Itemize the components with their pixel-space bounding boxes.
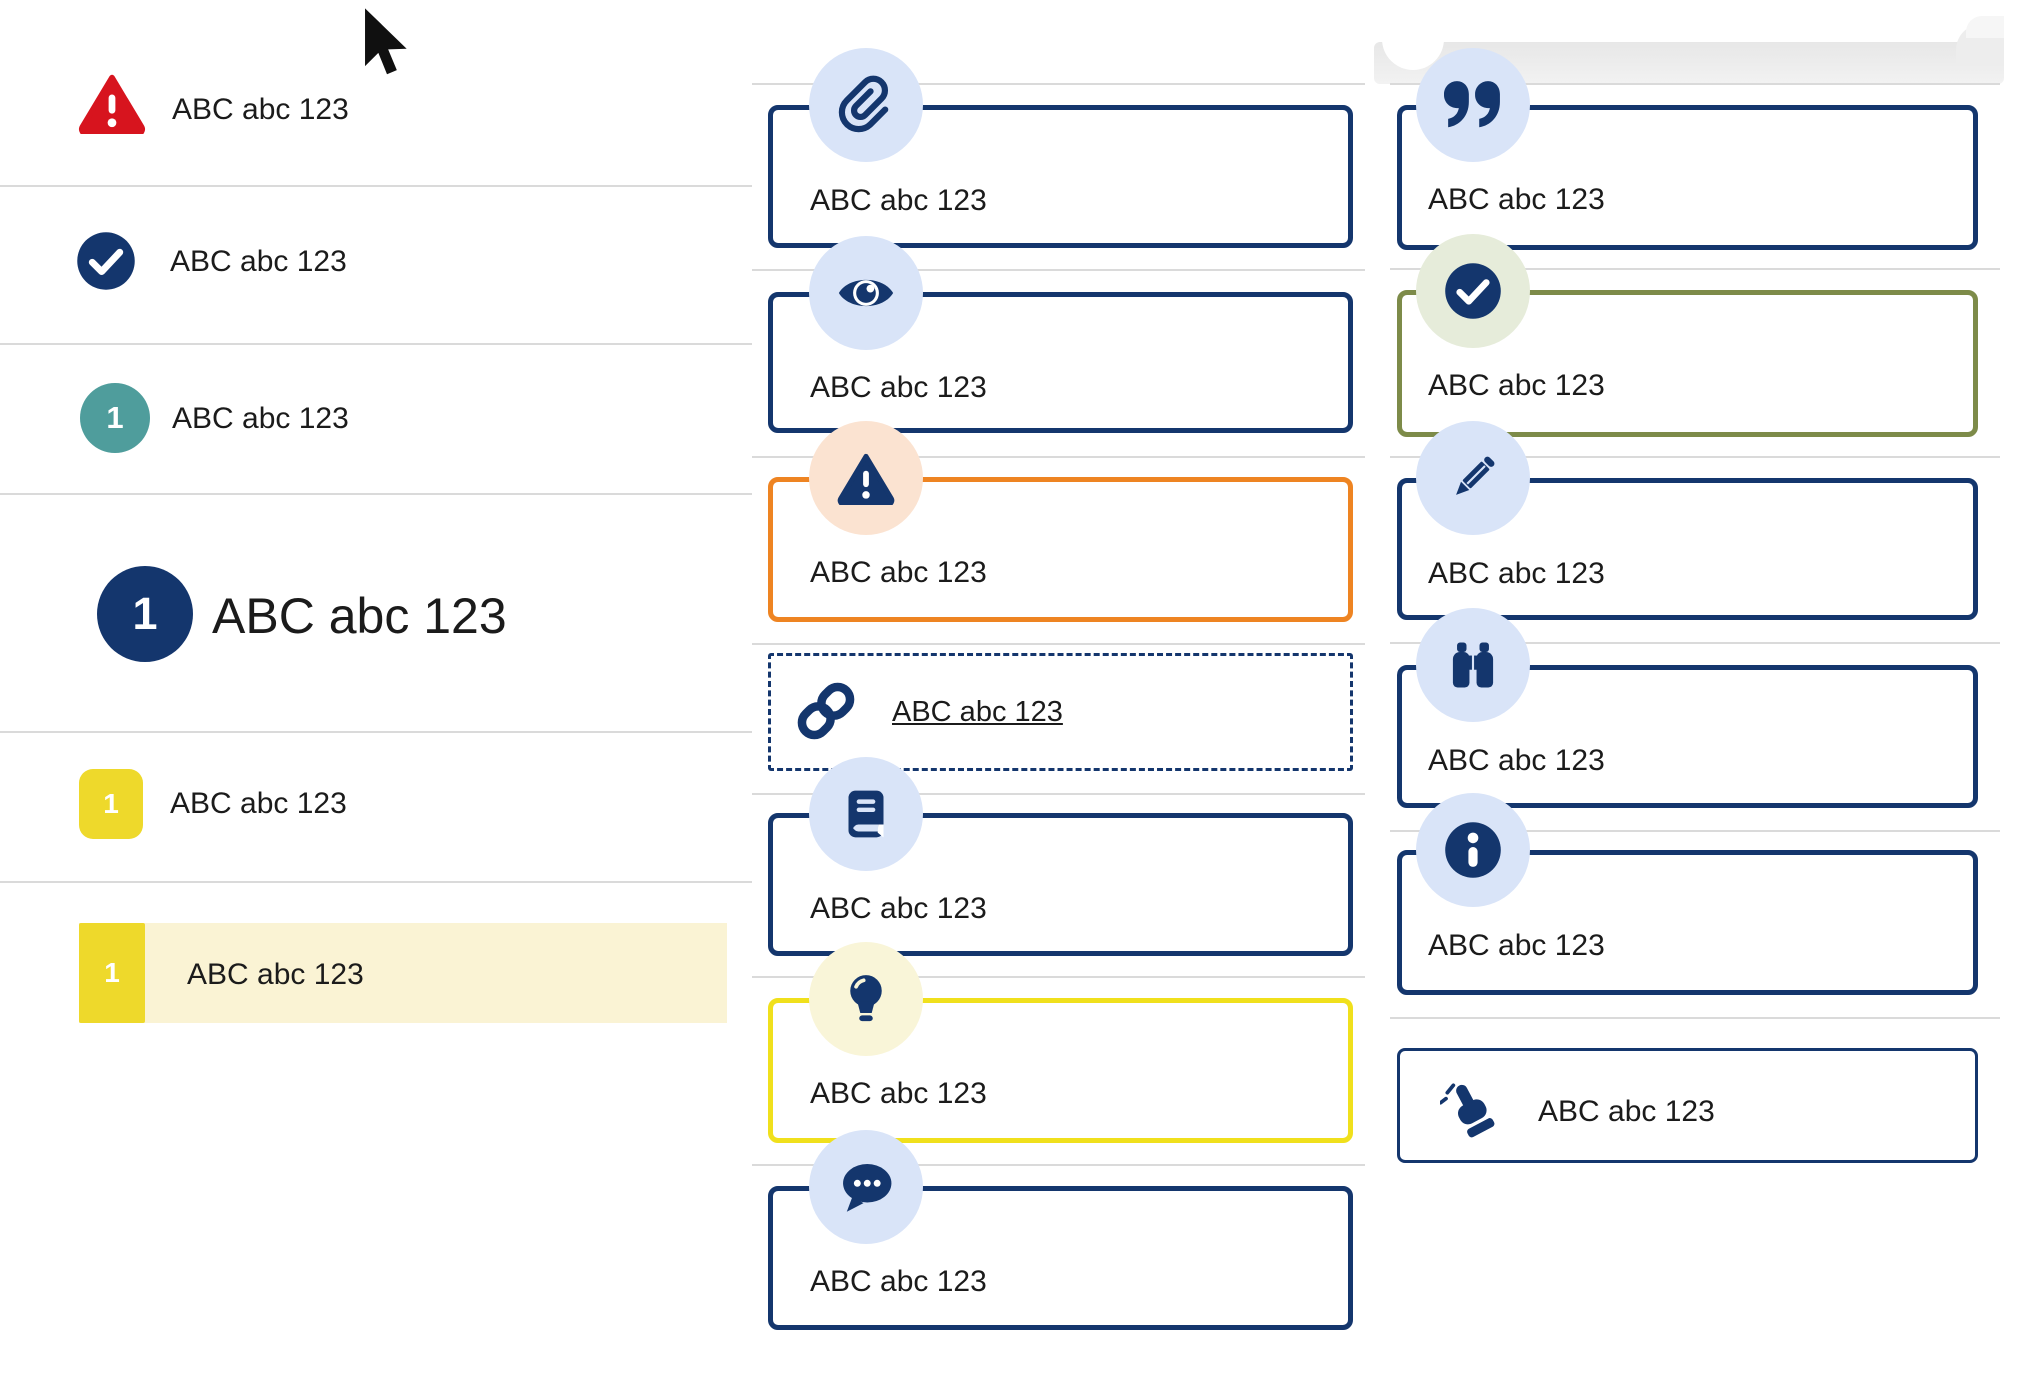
pencil-icon: [1456, 456, 1495, 495]
section-heading: ABC abc 123: [212, 588, 507, 644]
callout-label: ABC abc 123: [810, 1265, 987, 1298]
lightbulb-icon: [850, 975, 882, 1022]
warning-triangle-icon: [837, 453, 895, 505]
callout-label: ABC abc 123: [810, 556, 987, 589]
list-item-label: ABC abc 123: [172, 402, 349, 435]
chat-bubble-icon: [843, 1164, 892, 1212]
card-corner-notch: [1382, 8, 1444, 70]
list-divider: [0, 731, 752, 733]
callout-box-link[interactable]: [768, 653, 1353, 771]
check-circle-icon: [1445, 263, 1501, 319]
list-divider: [752, 793, 1365, 795]
list-divider: [1390, 268, 2000, 270]
callout-link[interactable]: ABC abc 123: [892, 696, 1063, 728]
teal-number-badge: 1: [80, 383, 150, 453]
book-icon: [848, 790, 884, 838]
info-icon: [1445, 822, 1501, 878]
callout-label: ABC abc 123: [810, 892, 987, 925]
callout-label: ABC abc 123: [810, 1077, 987, 1110]
icon-badge: [809, 421, 923, 535]
list-divider: [1390, 456, 2000, 458]
callout-label: ABC abc 123: [1428, 183, 1605, 216]
alert-triangle-icon: [79, 74, 145, 134]
icon-badge: [809, 942, 923, 1056]
list-divider: [1390, 642, 2000, 644]
pointing-hand-icon: [1440, 1083, 1495, 1138]
icon-badge: [809, 757, 923, 871]
list-divider: [752, 269, 1365, 271]
binoculars-icon: [1452, 642, 1494, 688]
card-edge-artifact: [1966, 16, 2004, 38]
callout-label: ABC abc 123: [1428, 369, 1605, 402]
list-item-label: ABC abc 123: [170, 245, 347, 278]
list-divider: [0, 343, 752, 345]
list-divider: [0, 493, 752, 495]
icon-badge: [1416, 793, 1530, 907]
callout-label: ABC abc 123: [1428, 744, 1605, 777]
list-divider: [1390, 83, 2000, 85]
icon-badge: [1416, 48, 1530, 162]
paperclip-icon: [838, 75, 889, 133]
list-item-label: ABC abc 123: [170, 787, 347, 820]
link-icon: [797, 682, 855, 740]
yellow-number-badge: 1: [79, 769, 143, 839]
callout-label: ABC abc 123: [1428, 929, 1605, 962]
list-item-label: ABC abc 123: [187, 958, 364, 991]
mouse-cursor: [362, 6, 409, 77]
list-divider: [0, 881, 752, 883]
icon-badge: [1416, 421, 1530, 535]
list-divider: [752, 1164, 1365, 1166]
callout-label: ABC abc 123: [1428, 557, 1605, 590]
list-divider: [0, 185, 752, 187]
icon-badge: [809, 48, 923, 162]
list-divider: [1390, 1017, 2000, 1019]
list-item-label: ABC abc 123: [172, 93, 349, 126]
check-circle-icon: [77, 232, 135, 290]
callout-box-action: [1397, 1048, 1978, 1163]
list-divider: [1390, 830, 2000, 832]
quote-icon: [1444, 81, 1500, 128]
list-divider: [752, 456, 1365, 458]
list-divider: [752, 643, 1365, 645]
yellow-number-badge: 1: [79, 923, 145, 1023]
icon-badge: [809, 236, 923, 350]
icon-badge: [1416, 234, 1530, 348]
callout-label: ABC abc 123: [810, 371, 987, 404]
icon-badge: [1416, 608, 1530, 722]
callout-label: ABC abc 123: [810, 184, 987, 217]
navy-number-badge: 1: [97, 566, 193, 662]
list-divider: [752, 83, 1365, 85]
eye-icon: [838, 279, 894, 307]
icon-badge: [809, 1130, 923, 1244]
callout-label: ABC abc 123: [1538, 1095, 1715, 1128]
list-divider: [752, 976, 1365, 978]
row-highlight: [79, 923, 727, 1023]
